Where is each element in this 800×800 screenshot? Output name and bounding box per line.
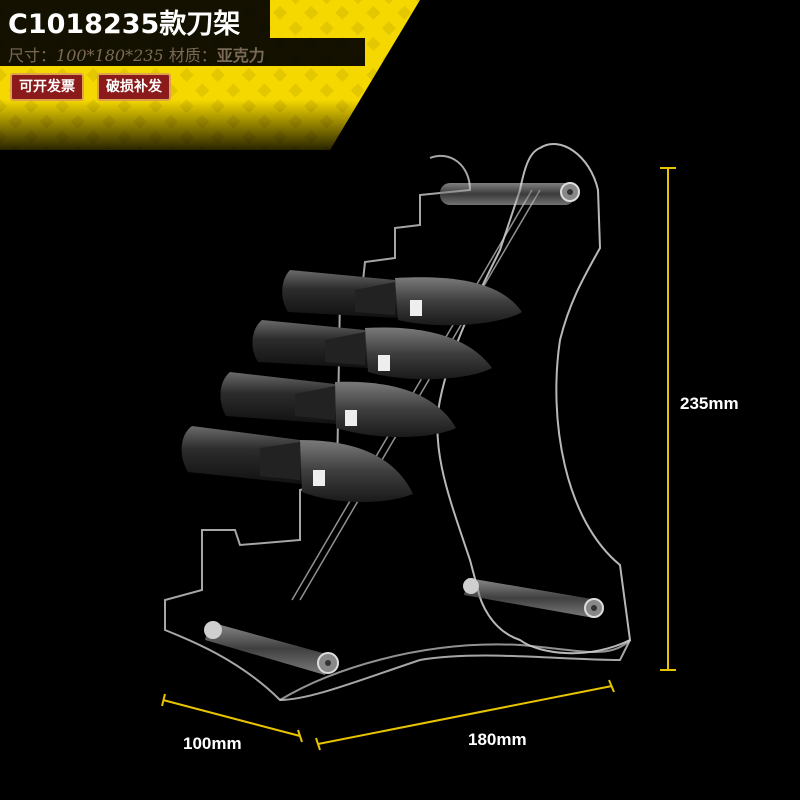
invoice-tag: 可开发票 bbox=[10, 73, 84, 101]
size-value: 100*180*235 bbox=[56, 46, 164, 65]
rack-left-panel bbox=[164, 154, 631, 702]
title-backdrop bbox=[0, 0, 270, 38]
material-label: 材质： bbox=[168, 46, 217, 65]
knife-1 bbox=[282, 270, 522, 326]
product-specs: 尺寸：100*180*235 材质：亚克力 bbox=[8, 42, 265, 66]
bottom-left-rod bbox=[204, 621, 339, 675]
material-value: 亚克力 bbox=[216, 46, 265, 65]
bottom-right-rod bbox=[463, 578, 604, 618]
width-dimension-label: 180mm bbox=[468, 730, 527, 749]
depth-dimension-label: 100mm bbox=[183, 734, 242, 753]
size-label: 尺寸： bbox=[8, 46, 57, 65]
knife-2 bbox=[252, 320, 492, 380]
knife-4 bbox=[181, 426, 413, 503]
rack-right-panel bbox=[436, 143, 632, 655]
knife-3 bbox=[220, 372, 456, 437]
rack-base-arc bbox=[279, 639, 631, 701]
dimension-lines bbox=[161, 167, 676, 751]
height-dimension-label: 235mm bbox=[680, 394, 739, 413]
spec-backdrop bbox=[0, 38, 365, 66]
top-rod bbox=[440, 182, 580, 205]
damage-reissue-tag: 破损补发 bbox=[97, 73, 171, 101]
product-title: C1018235款刀架 bbox=[8, 9, 241, 40]
